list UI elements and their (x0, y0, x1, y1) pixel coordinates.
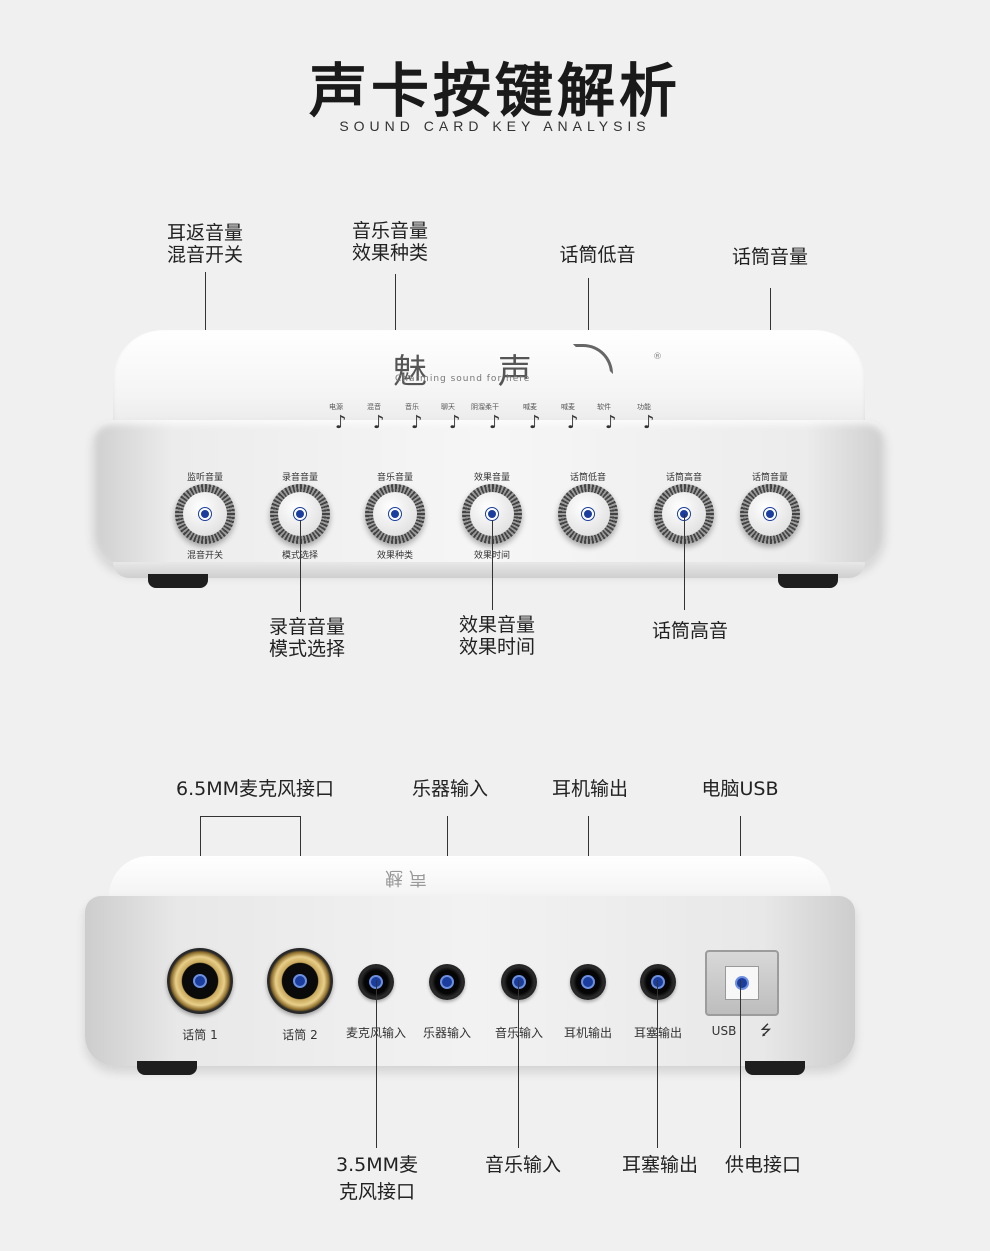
callout-3-5mm-mic: 3.5MM麦 克风接口 (335, 1154, 418, 1203)
brand-logo: 魅 声 (393, 352, 562, 392)
device-foot (745, 1061, 805, 1075)
callout-power-port: 供电接口 (724, 1154, 801, 1176)
note-icon[interactable]: ♪ (489, 412, 501, 433)
jack-instrument-input[interactable] (429, 964, 465, 1000)
knob-mic-bass[interactable]: 话筒低音 (558, 473, 618, 544)
leader-line (684, 514, 685, 610)
jack-headphone-output[interactable] (570, 964, 606, 1000)
usb-port[interactable] (705, 950, 779, 1016)
leader-line (740, 980, 741, 1148)
knob-mic-volume[interactable]: 话筒音量 (740, 473, 800, 544)
callout-effect-volume: 效果音量 效果时间 (458, 614, 535, 658)
note-icon[interactable]: ♪ (449, 412, 461, 433)
leader-line (300, 520, 301, 612)
led-label: 阴溜柔干 (471, 403, 499, 411)
callout-6-5mm-mic: 6.5MM麦克风接口 (175, 778, 334, 800)
led-label: 聊天 (441, 403, 455, 411)
note-icon[interactable]: ♪ (643, 412, 655, 433)
leader-bracket (200, 816, 301, 817)
note-icon[interactable]: ♪ (411, 412, 423, 433)
led-label: 混音 (367, 403, 381, 411)
port-label: 音乐输入 (479, 1024, 559, 1041)
leader-line (376, 980, 377, 1148)
port-label: 麦克风输入 (336, 1024, 416, 1041)
callout-record-volume: 录音音量 模式选择 (268, 616, 345, 660)
leader-line (518, 980, 519, 1148)
leader-line (492, 520, 493, 610)
callout-pc-usb: 电脑USB (701, 778, 779, 800)
sound-card-front: 魅 声 Charming sound for here ® 电源 混音 音乐 聊… (93, 330, 885, 588)
jack-earphone-output[interactable] (640, 964, 676, 1000)
usb-symbol-icon: ⭍ (760, 1023, 772, 1039)
brand-tagline: Charming sound for here (395, 374, 531, 384)
knob-monitor-volume[interactable]: 监听音量 混音开关 (175, 473, 235, 561)
port-label: 话筒 2 (282, 1028, 318, 1042)
note-icon[interactable]: ♪ (529, 412, 541, 433)
led-label: 喊麦 (561, 403, 575, 411)
device-base (113, 562, 865, 578)
mode-indicator-row: 电源 混音 音乐 聊天 阴溜柔干 喊麦 喊麦 软件 功能 ♪ ♪ ♪ ♪ ♪ ♪… (325, 402, 705, 438)
jack-mic-2[interactable] (267, 948, 333, 1014)
device-foot (148, 574, 208, 588)
port-label: 耳机输出 (563, 1026, 612, 1040)
callout-mic-bass: 话筒低音 (559, 244, 636, 266)
note-icon[interactable]: ♪ (605, 412, 617, 433)
port-label: USB (711, 1024, 737, 1038)
callout-music-volume: 音乐音量 效果种类 (351, 220, 428, 264)
note-icon[interactable]: ♪ (373, 412, 385, 433)
page-title: 声卡按键解析 (308, 57, 681, 125)
callout-mic-treble: 话筒高音 (651, 620, 728, 642)
note-icon[interactable]: ♪ (335, 412, 347, 433)
callout-headphone-out: 耳机输出 (551, 778, 628, 800)
jack-music-input[interactable] (501, 964, 537, 1000)
port-label: 耳塞输出 (618, 1024, 698, 1041)
callout-earphone-out: 耳塞输出 (621, 1154, 698, 1176)
registered-mark: ® (653, 352, 662, 362)
callout-monitor-volume: 耳返音量 混音开关 (166, 222, 243, 266)
note-icon[interactable]: ♪ (567, 412, 579, 433)
sound-card-rear: 魅声 话筒 1 话筒 2 麦克风输入 乐器输入 音乐输入 耳机输出 耳塞输出 U… (85, 856, 855, 1076)
callout-instrument-in: 乐器输入 (411, 778, 488, 800)
callout-mic-volume: 话筒音量 (731, 246, 808, 268)
brand-logo-mirrored: 魅声 (385, 867, 433, 888)
device-foot (778, 574, 838, 588)
led-label: 喊麦 (523, 403, 537, 411)
device-foot (137, 1061, 197, 1075)
led-label: 功能 (637, 403, 651, 411)
jack-mic-1[interactable] (167, 948, 233, 1014)
callout-music-input: 音乐输入 (484, 1154, 561, 1176)
leader-line (657, 980, 658, 1148)
port-label: 话筒 1 (182, 1028, 218, 1042)
port-label: 乐器输入 (422, 1026, 471, 1040)
led-label: 电源 (329, 403, 343, 411)
page-subtitle: SOUND CARD KEY ANALYSIS (339, 118, 651, 134)
knob-music-volume[interactable]: 音乐音量 效果种类 (365, 473, 425, 561)
led-label: 音乐 (405, 403, 419, 411)
led-label: 软件 (597, 403, 611, 411)
